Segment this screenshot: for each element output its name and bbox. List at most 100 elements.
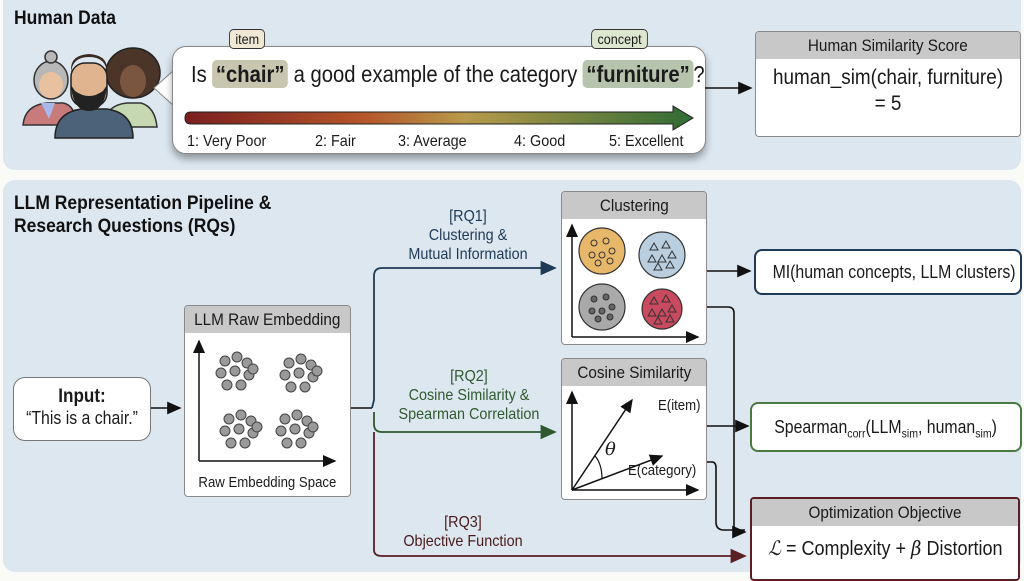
rq3-arrow [373, 432, 747, 564]
cluster-member [590, 239, 598, 247]
optimization-objective-box: Optimization Objective ℒ = Complexity + … [750, 497, 1020, 581]
clustering-title: Clustering [562, 192, 706, 219]
embedding-point [275, 425, 287, 437]
category-vector-label: E(category) [628, 462, 697, 479]
cosine-plot [566, 390, 700, 496]
cosine-title: Cosine Similarity [562, 359, 706, 386]
human-similarity-score-box: Human Similarity Score human_sim(chair, … [755, 31, 1021, 137]
item-highlight: “chair” [212, 60, 289, 88]
cluster-member [598, 251, 606, 259]
cluster-member [653, 315, 663, 325]
mi-result-text: MI(human concepts, LLM clusters) [772, 262, 1016, 282]
cluster-member [594, 315, 602, 323]
cluster-member [602, 237, 610, 245]
cluster-member [657, 307, 667, 317]
rq1-tag: [RQ1] [449, 208, 487, 225]
people-group-icon [22, 47, 161, 139]
embedding-point [289, 423, 301, 435]
human-data-title: Human Data [14, 8, 116, 29]
cluster-member [590, 295, 598, 303]
objective-formula: ℒ = Complexity + β Distortion [767, 536, 1003, 560]
rq1-line2: Mutual Information [408, 246, 528, 263]
scale-label-5: 5: Excellent [609, 133, 684, 150]
raw-embedding-box: LLM Raw Embedding Raw Embedding Space [184, 305, 351, 497]
rq1-line1: Clustering & [428, 227, 508, 244]
cluster-member [588, 251, 596, 259]
cluster-member [608, 247, 616, 255]
rq2-line1: Cosine Similarity & [408, 387, 530, 404]
embedding-point [233, 423, 245, 435]
question-text: Is “chair” a good example of the categor… [191, 60, 705, 88]
scale-label-4: 4: Good [514, 133, 566, 150]
scale-label-2: 2: Fair [315, 133, 356, 150]
cluster-member [649, 295, 659, 305]
question-middle: a good example of the category [288, 61, 583, 87]
rq3-label: [RQ3] Objective Function [396, 513, 531, 551]
rq1-label: [RQ1] Clustering & Mutual Information [405, 207, 531, 264]
item-vector-label: E(item) [658, 397, 701, 414]
cluster-member [667, 303, 677, 313]
embedding-point [221, 379, 233, 391]
embedding-point [293, 367, 305, 379]
score-value: = 5 [874, 92, 902, 115]
cluster-1 [578, 227, 626, 275]
cluster-member [647, 253, 657, 263]
cluster-member [606, 257, 614, 265]
rq2-arrow [373, 412, 557, 440]
input-box: Input: “This is a chair.” [13, 377, 151, 441]
cluster-member [598, 307, 606, 315]
embedding-point [215, 367, 227, 379]
embedding-point [307, 421, 319, 433]
cluster-member [665, 259, 675, 269]
cluster-member [665, 313, 675, 323]
embedding-point [219, 355, 231, 367]
pipeline-title-line1: LLM Representation Pipeline & [14, 193, 272, 214]
cluster-member [661, 293, 671, 303]
embedding-point [285, 381, 297, 393]
cosine-similarity-box: Cosine Similarity E(item) E(category) θ [561, 358, 707, 500]
spearman-result-box: Spearmancorr(LLMsim, humansim) [750, 402, 1022, 452]
embedding-point [279, 413, 291, 425]
rq3-tag: [RQ3] [444, 514, 482, 531]
mi-result-box: MI(human concepts, LLM clusters) [754, 249, 1022, 295]
raw-embedding-title: LLM Raw Embedding [185, 306, 350, 333]
objective-title: Optimization Objective [752, 499, 1018, 526]
cluster-member [657, 253, 667, 263]
rq2-line2: Spearman Correlation [398, 406, 540, 423]
input-text: “This is a chair.” [26, 408, 138, 428]
embedding-point [247, 363, 259, 375]
scale-label-3: 3: Average [398, 133, 467, 150]
embedding-point [291, 409, 303, 421]
embedding-point [311, 365, 323, 377]
cluster-member [606, 313, 614, 321]
embedding-point [235, 409, 247, 421]
clustering-plot [566, 223, 700, 343]
score-formula: human_sim(chair, furniture) [772, 66, 1004, 89]
embedding-point [279, 369, 291, 381]
cluster-member [661, 239, 671, 249]
embedding-point [229, 365, 241, 377]
rating-scale-arrow [184, 105, 694, 131]
question-bubble: Is “chair” a good example of the categor… [172, 46, 706, 154]
clustering-box: Clustering [561, 191, 707, 345]
cosine-to-objective [706, 461, 745, 531]
question-prefix: Is [191, 61, 213, 87]
item-tag: item [229, 29, 266, 49]
spearman-result-text: Spearmancorr(LLMsim, humansim) [774, 417, 998, 441]
raw-embedding-scatter [193, 339, 337, 467]
rq1-arrow [371, 260, 557, 409]
cluster-member [653, 261, 663, 271]
pipeline-title-line2: Research Questions (RQs) [14, 216, 236, 237]
theta-label: θ [605, 439, 616, 460]
angle-arc [594, 455, 603, 480]
clustering-to-objective [706, 306, 747, 539]
question-suffix: ? [693, 61, 705, 87]
embedding-point [295, 437, 307, 449]
embedding-point [281, 437, 293, 449]
item-vector [571, 398, 633, 491]
embedding-point [231, 351, 243, 363]
embedding-point [225, 437, 237, 449]
concept-tag: concept [591, 29, 648, 49]
cluster-member [588, 307, 596, 315]
